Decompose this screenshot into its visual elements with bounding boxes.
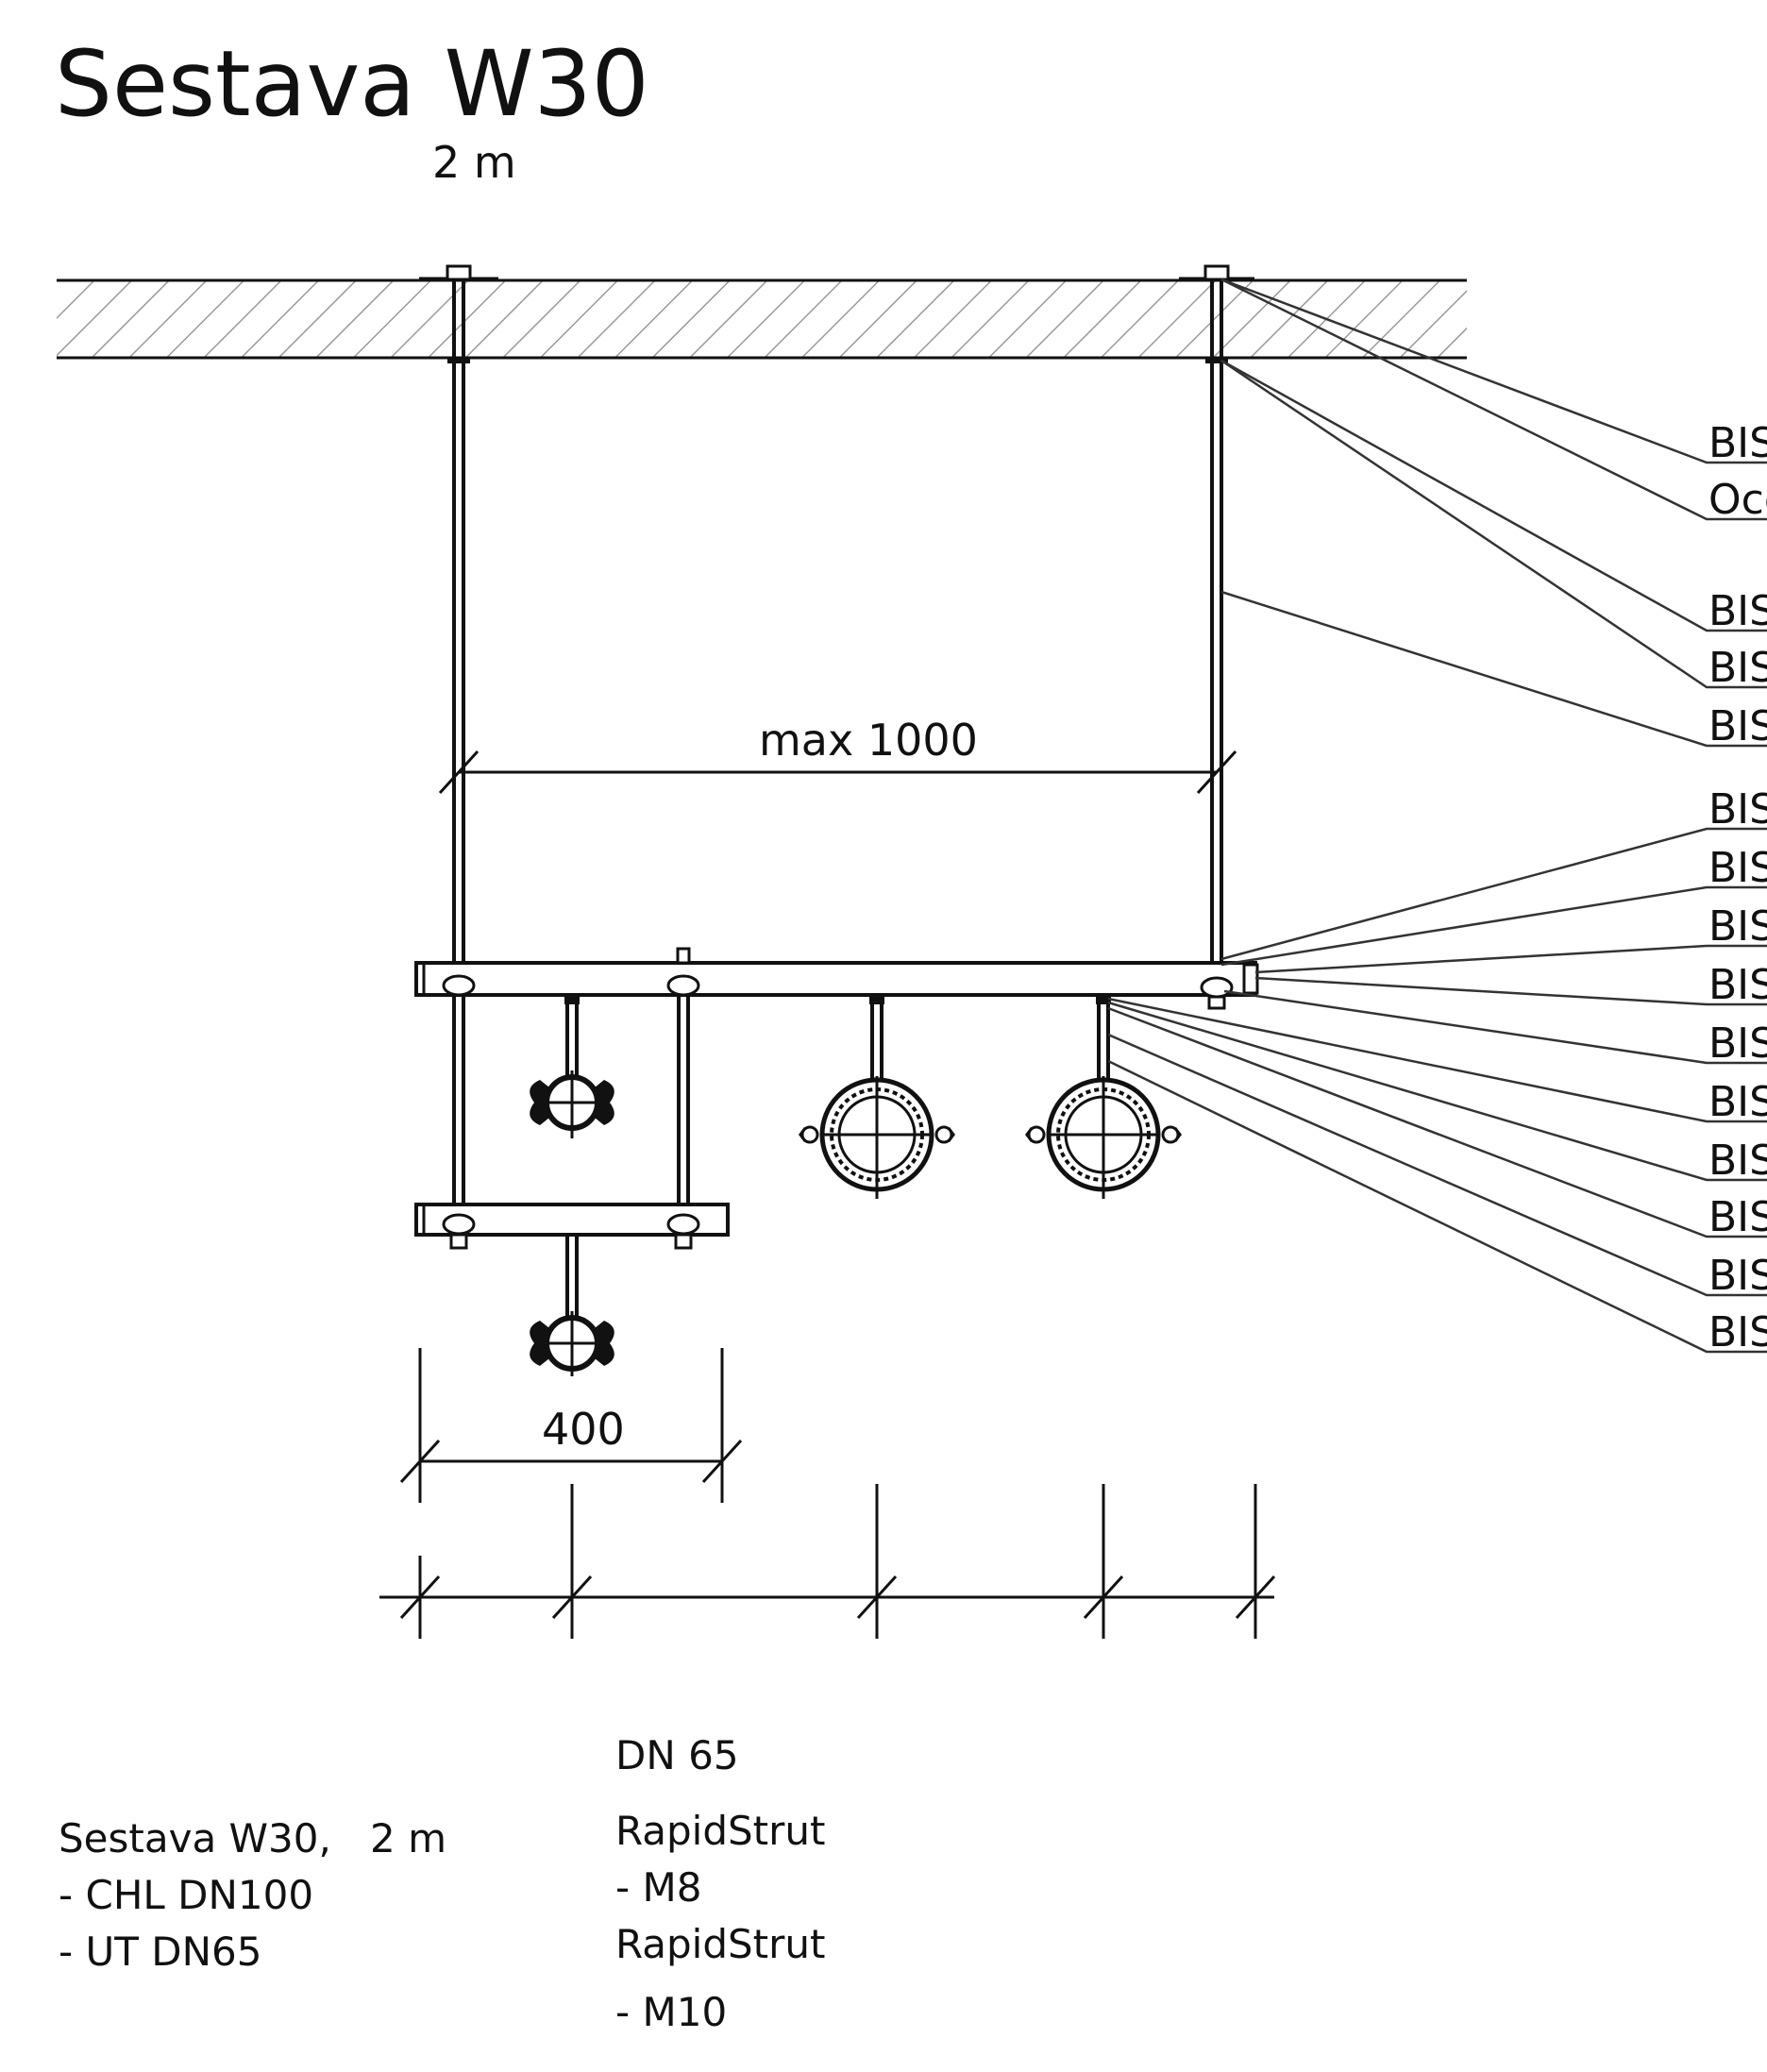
component-notes: DN 65 RapidStrut - M8 RapidStrut - M10 (615, 1732, 825, 2035)
callout-label: BIS (1708, 902, 1767, 951)
note-line: Sestava W30, (59, 1815, 331, 1861)
callout-label: BIS (1708, 961, 1767, 1009)
assembly-notes: Sestava W30, 2 m - CHL DN100 - UT DN65 (59, 1815, 446, 1975)
callout-label: Oce (1708, 476, 1767, 524)
drop-rods (452, 997, 690, 1204)
callout-label: BIS (1708, 1252, 1767, 1300)
callout-label: BIS (1708, 644, 1767, 692)
pipe-clamp-small-upper (530, 995, 614, 1138)
pipe-clamp-small-lower (530, 1237, 614, 1376)
note-length: 2 m (370, 1815, 446, 1861)
pipe-clamp-large-2 (1025, 995, 1182, 1199)
span-dimension-label: max 1000 (759, 715, 978, 766)
leader-lines (1107, 278, 1767, 1354)
ceiling-slab (57, 278, 1467, 360)
drawing-subtitle: 2 m (432, 137, 516, 188)
callout-label: BIS (1708, 1308, 1767, 1356)
note-line: RapidStrut (615, 1921, 825, 1967)
note-line: - UT DN65 (59, 1929, 261, 1975)
callout-label: BIS (1708, 702, 1767, 750)
pipe-spacing-dimension (379, 1484, 1276, 1639)
note-line: RapidStrut (615, 1808, 825, 1854)
callout-labels: BIS Oce BIS BIS BIS BIS BIS BIS BIS BIS … (1708, 419, 1767, 1356)
strut-channel-lower (414, 1203, 730, 1250)
callout-label: BIS (1708, 1193, 1767, 1241)
threaded-rod-left (419, 264, 498, 961)
callout-label: BIS (1708, 1078, 1767, 1126)
callout-label: BIS (1708, 419, 1767, 467)
note-line: - M10 (615, 1989, 727, 2035)
span-dimension: max 1000 (438, 715, 1237, 795)
note-line: - M8 (615, 1864, 701, 1911)
callout-label: BIS (1708, 1137, 1767, 1185)
pipe-clamp-large-1 (799, 995, 955, 1199)
callout-label: BIS (1708, 844, 1767, 892)
drawing-title: Sestava W30 (55, 31, 649, 137)
lower-span-dimension-label: 400 (542, 1404, 625, 1455)
callout-label: BIS (1708, 587, 1767, 635)
strut-channel-upper (414, 947, 1259, 1010)
lower-span-dimension: 400 (399, 1348, 743, 1503)
threaded-rod-right (1179, 264, 1254, 961)
note-line: DN 65 (615, 1732, 739, 1778)
callout-label: BIS (1708, 785, 1767, 834)
note-line: - CHL DN100 (59, 1872, 313, 1918)
callout-label: BIS (1708, 1019, 1767, 1068)
